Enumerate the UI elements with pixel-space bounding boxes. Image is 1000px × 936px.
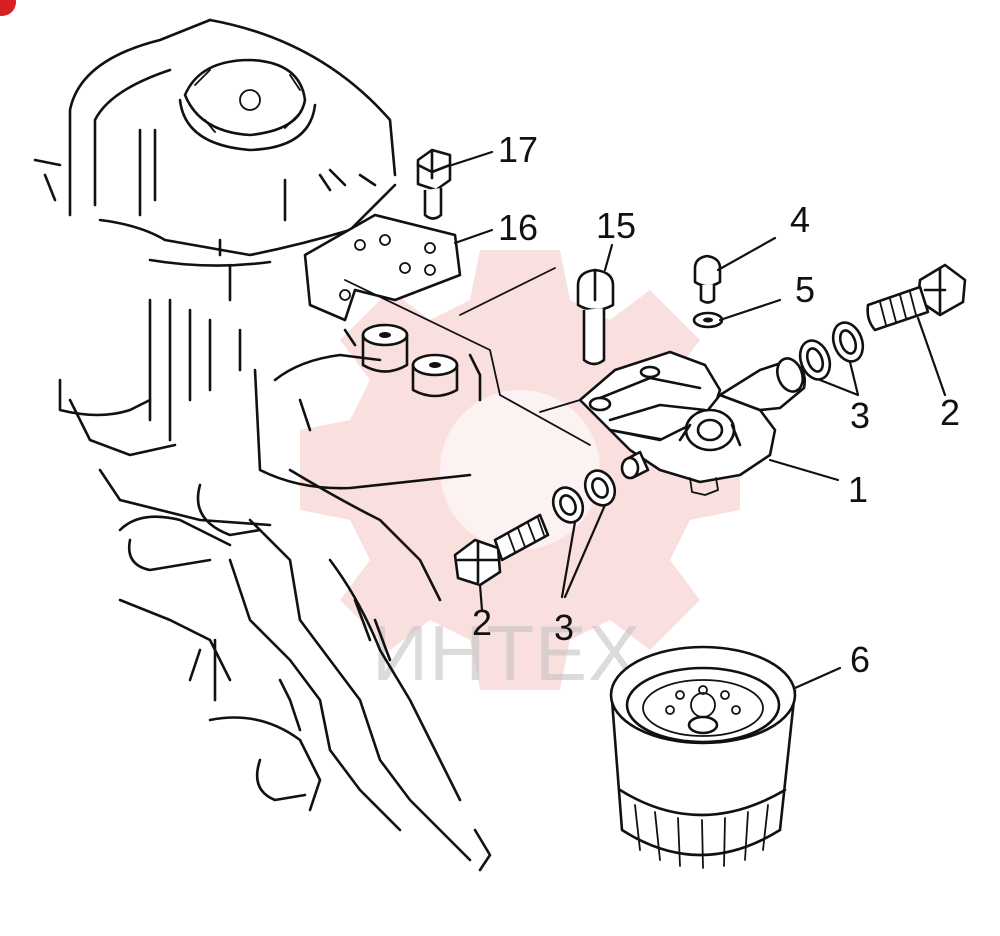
callout-5: 5 (795, 269, 815, 310)
bolt (576, 268, 615, 366)
callout-3: 3 (850, 395, 870, 436)
callout-16: 16 (498, 207, 538, 248)
callout-15: 15 (596, 205, 636, 246)
oil-filter-head (578, 350, 806, 496)
mounting-bracket (303, 213, 462, 322)
callout-1: 1 (848, 469, 868, 510)
banjo-bolt (866, 263, 967, 332)
callout-4: 4 (790, 199, 810, 240)
sealing-washer (798, 321, 865, 381)
assembly-guide-lines (344, 267, 591, 446)
banjo-bolt (453, 513, 550, 587)
sealing-washer (551, 469, 617, 524)
callout-labels: 17 16 15 4 5 2 3 1 3 2 6 (472, 129, 960, 680)
engine-block (33, 18, 492, 872)
callout-2: 2 (940, 392, 960, 433)
bolt (693, 254, 722, 304)
oil-filter-cartridge (609, 645, 797, 869)
callout-3: 3 (554, 607, 574, 648)
corner-logo-mark (0, 0, 16, 16)
callout-6: 6 (850, 639, 870, 680)
callout-17: 17 (498, 129, 538, 170)
bolt (416, 148, 452, 220)
callout-2: 2 (472, 602, 492, 643)
leader-lines (450, 150, 947, 690)
watermark-text: ИНТЕХ (372, 609, 641, 697)
washer (692, 311, 724, 329)
